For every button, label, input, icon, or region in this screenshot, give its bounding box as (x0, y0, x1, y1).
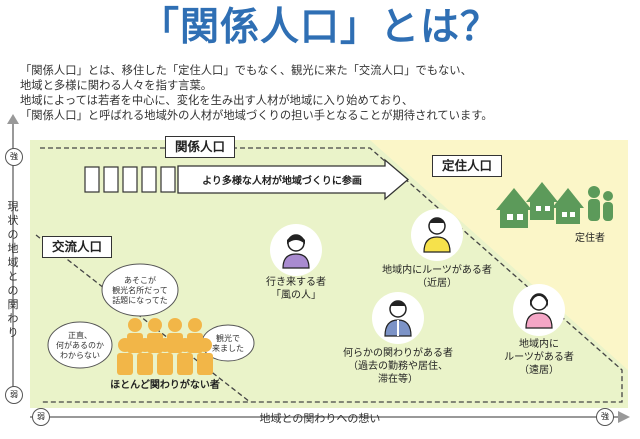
person-kinkyo-icon (411, 209, 463, 261)
description-line-4: 「関係人口」と呼ばれる地域外の人材が地域づくりの担い手となることが期待されていま… (20, 109, 493, 122)
y-axis-arrowhead (7, 114, 19, 124)
person-kinkyo-label: 地域内にルーツがある者（近居） (382, 265, 492, 289)
crowd-label: ほとんど関わりがない者 (110, 380, 220, 391)
x-axis-weak-badge: 弱 (32, 408, 50, 426)
koryu-label: 交流人口 (42, 236, 112, 258)
crowd-icon (117, 318, 213, 375)
teijusha-label: 定住者 (575, 233, 605, 244)
person-nanraka-label: 何らかの関わりがある者（過去の勤務や居住、滞在等） (343, 348, 453, 385)
y-axis-label: 現状の地域との関わり (7, 200, 19, 339)
arrow-text: より多様な人材が地域づくりに参画 (202, 176, 362, 187)
person-kaze-icon (270, 224, 322, 276)
kankei-label: 関係人口 (165, 136, 235, 158)
description-line-3: 地域によっては若者を中心に、変化を生み出す人材が地域に入り始めており、 (20, 94, 414, 107)
teiju-label: 定住人口 (432, 155, 502, 177)
bubble-left (47, 321, 113, 369)
bubble-right-text: 観光で来ました (212, 334, 244, 353)
page-title: 「関係人口」とは？ (139, 5, 500, 50)
bubble-left-text: 正直、何があるのかわからない (56, 331, 104, 360)
koryu-boundary (35, 234, 251, 403)
y-axis-weak-badge: 弱 (5, 386, 23, 404)
y-axis-strong-badge: 強 (5, 148, 23, 166)
kankei-boundary (40, 147, 623, 403)
person-kaze-label: 行き来する者「風の人」 (266, 277, 326, 301)
bubble-top-text: あそこが観光名所だって話題になってた (112, 276, 168, 305)
house-icons (496, 182, 613, 228)
person-enkyo-icon (513, 284, 565, 336)
description-line-2: 地域と多様に関わる人々を指す言葉。 (20, 79, 213, 92)
x-axis-label: 地域との関わりへの想い (259, 412, 381, 425)
bubble-top (101, 263, 179, 317)
person-enkyo-label: 地域内にルーツがある者（遠居） (504, 339, 574, 376)
house-windows (507, 206, 575, 220)
description-line-1: 「関係人口」とは、移住した「定住人口」でもなく、観光に来た「交流人口」でもない、 (20, 64, 472, 77)
x-axis-arrowhead (618, 411, 630, 423)
participation-arrow (177, 158, 410, 201)
x-axis-strong-badge: 強 (596, 408, 614, 426)
person-nanraka-icon (372, 292, 424, 344)
